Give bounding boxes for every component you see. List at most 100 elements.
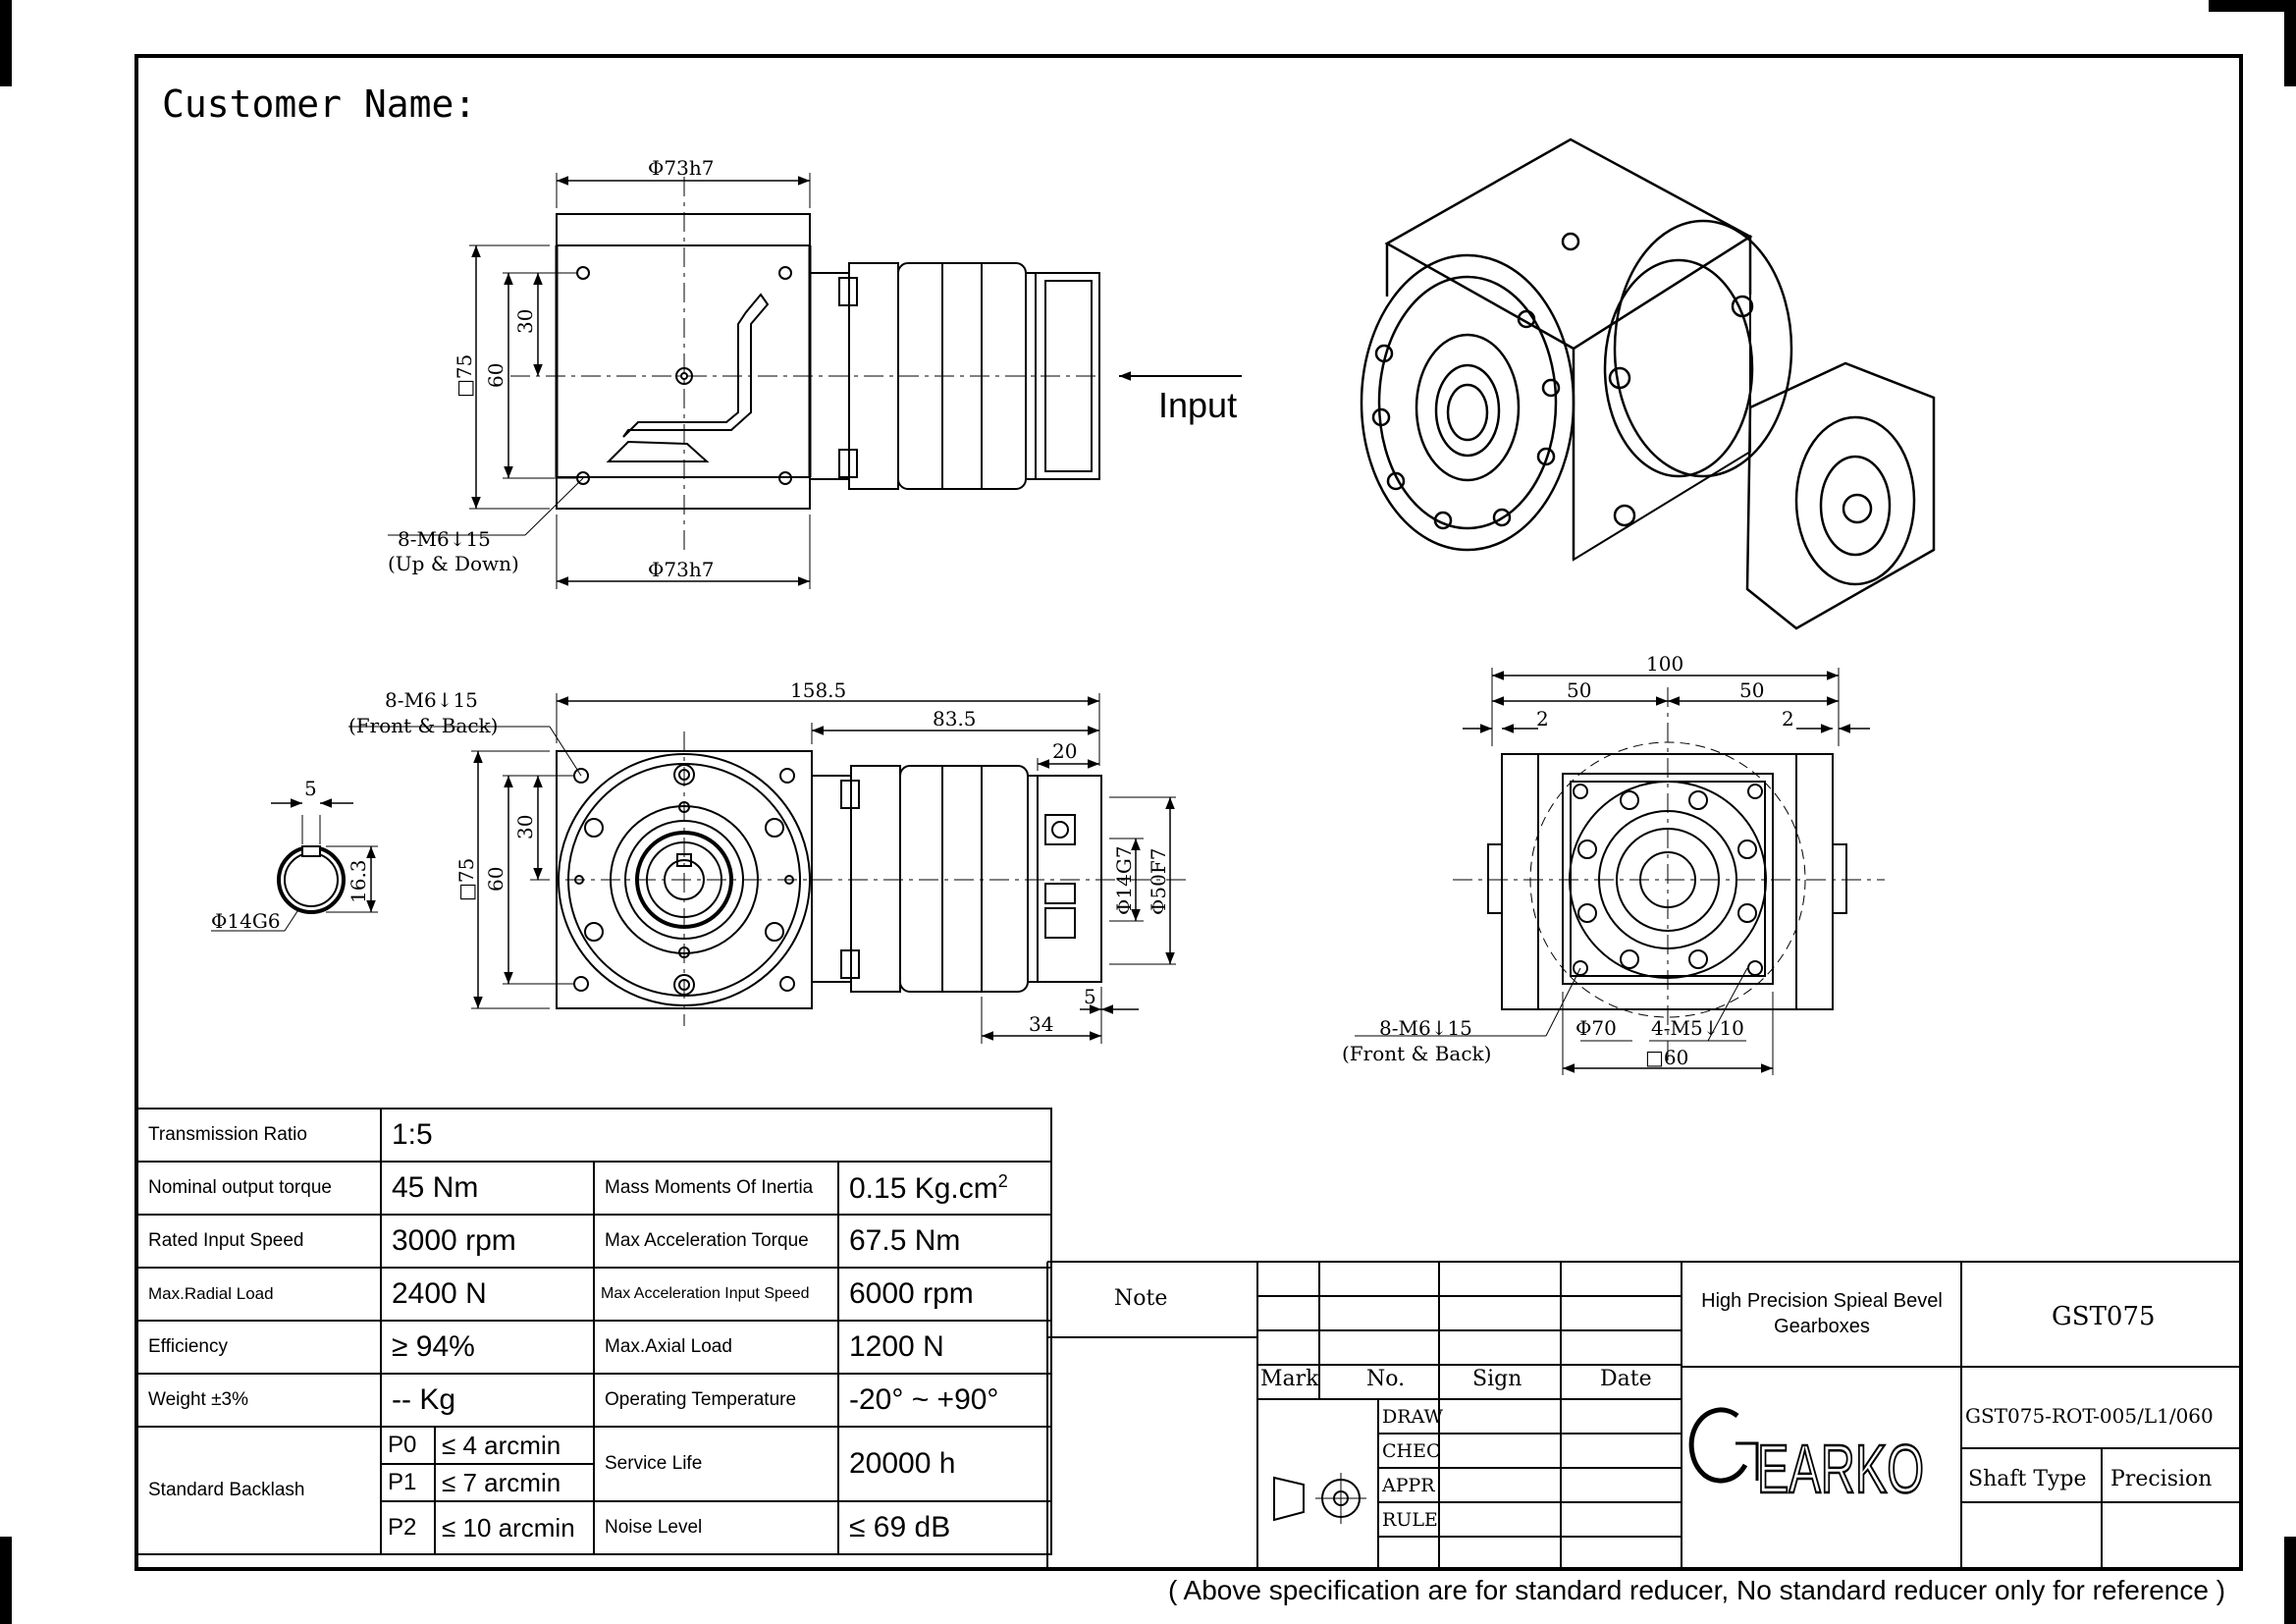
shaft-dim-163: 16.3 xyxy=(347,859,370,903)
backlash-value: ≤ 10 arcmin xyxy=(434,1500,595,1555)
spec-value-text: 0.15 Kg.cm xyxy=(849,1171,998,1205)
gearko-logo: EARKO xyxy=(1688,1407,1925,1508)
spec-value: -- Kg xyxy=(380,1373,595,1428)
spec-value: 3000 rpm xyxy=(380,1214,595,1269)
spec-value: 67.5 Nm xyxy=(837,1214,1052,1269)
spec-label: Max Acceleration Torque xyxy=(593,1214,839,1269)
drawing-number: GST075-ROT-005/L1/060 xyxy=(1965,1404,2214,1428)
backlash-value: ≤ 4 arcmin xyxy=(434,1426,595,1465)
spec-label: Max.Radial Load xyxy=(136,1267,382,1322)
spec-value: 45 Nm xyxy=(380,1161,595,1216)
front-dim-50f7: Φ50F7 xyxy=(1147,848,1170,915)
side-dim-2-right: 2 xyxy=(1782,707,1794,731)
spec-label: Nominal output torque xyxy=(136,1161,382,1216)
spec-label: Standard Backlash xyxy=(136,1426,382,1555)
front-dim-14g7: Φ14G7 xyxy=(1112,845,1136,915)
front-dim-30: 30 xyxy=(513,815,537,839)
top-hole-note-sub: (Up & Down) xyxy=(388,552,519,575)
side-dim-2-left: 2 xyxy=(1536,707,1549,731)
projection-symbol-icon xyxy=(1273,1473,1366,1524)
spec-value: 1:5 xyxy=(380,1108,1052,1163)
table-row: Transmission Ratio 1:5 xyxy=(136,1108,1052,1163)
front-hole-note: 8-M6↓15 xyxy=(385,688,478,712)
backlash-value: ≤ 7 arcmin xyxy=(434,1463,595,1502)
spec-label: Weight ±3% xyxy=(136,1373,382,1428)
side-hole-note-sub: (Front & Back) xyxy=(1342,1042,1491,1065)
note-label: Note xyxy=(1114,1286,1168,1311)
drawing-frame xyxy=(134,54,2243,1571)
spec-value: 6000 rpm xyxy=(837,1267,1052,1322)
side-hole-note: 8-M6↓15 xyxy=(1379,1016,1472,1040)
revision-header-date: Date xyxy=(1600,1367,1652,1391)
table-row: P2 ≤ 10 arcmin Noise Level ≤ 69 dB xyxy=(137,1500,1052,1555)
shaft-dim-14g6: Φ14G6 xyxy=(211,909,281,933)
front-dim-20: 20 xyxy=(1052,739,1077,763)
input-label: Input xyxy=(1158,385,1237,425)
front-dim-60: 60 xyxy=(484,867,507,892)
revision-header-sign: Sign xyxy=(1472,1367,1522,1391)
spec-value: 20000 h xyxy=(837,1426,1052,1502)
spec-value: 2400 N xyxy=(380,1267,595,1322)
shaft-section xyxy=(211,798,378,932)
front-dim-square: □75 xyxy=(454,858,478,901)
shaft-dim-5: 5 xyxy=(304,777,317,800)
svg-text:EARKO: EARKO xyxy=(1757,1431,1924,1507)
isometric-view xyxy=(1360,137,1936,630)
spec-label: Operating Temperature xyxy=(593,1373,839,1428)
front-dim-158: 158.5 xyxy=(790,678,846,702)
table-row: P1 ≤ 7 arcmin xyxy=(137,1463,1051,1502)
title-block-grid xyxy=(1046,1261,2239,1567)
top-view xyxy=(388,173,1242,589)
table-row: Standard Backlash P0 ≤ 4 arcmin Service … xyxy=(136,1426,1052,1555)
approval-approve: APPR xyxy=(1382,1475,1435,1496)
top-dim-60: 60 xyxy=(484,363,507,388)
footer-note: ( Above specification are for standard r… xyxy=(1168,1575,2226,1605)
model-number: GST075 xyxy=(2052,1302,2156,1331)
front-dim-83: 83.5 xyxy=(933,707,977,731)
side-dim-m5: 4-M5↓10 xyxy=(1651,1016,1744,1040)
spec-value: 1200 N xyxy=(837,1320,1052,1375)
top-dim-diameter-top: Φ73h7 xyxy=(648,156,714,180)
side-dim-60: □60 xyxy=(1645,1046,1688,1069)
spec-label: Max.Axial Load xyxy=(593,1320,839,1375)
dimension-labels: Φ73h7 Φ73h7 □75 60 30 8-M6↓15 (Up & Down… xyxy=(211,156,1794,1069)
approval-rule: RULE xyxy=(1382,1509,1438,1531)
spec-table: Transmission Ratio 1:5 Nominal output to… xyxy=(136,1108,1052,1555)
approval-draw: DRAW xyxy=(1382,1406,1444,1428)
table-row: Efficiency ≥ 94% Max.Axial Load 1200 N xyxy=(136,1320,1052,1375)
approval-check: CHEC xyxy=(1382,1440,1441,1462)
backlash-key: P1 xyxy=(380,1463,436,1502)
revision-header-mark: Mark xyxy=(1260,1367,1319,1391)
spec-label: Mass Moments Of Inertia xyxy=(593,1161,839,1216)
backlash-key: P2 xyxy=(380,1500,436,1555)
front-dim-5: 5 xyxy=(1084,985,1096,1008)
side-dim-100: 100 xyxy=(1646,652,1683,676)
shaft-type-label: Shaft Type xyxy=(1968,1467,2087,1491)
spec-label: Noise Level xyxy=(593,1500,839,1555)
backlash-key: P0 xyxy=(380,1426,436,1465)
table-row: Nominal output torque 45 Nm Mass Moments… xyxy=(136,1161,1052,1216)
spec-value: 0.15 Kg.cm2 xyxy=(837,1161,1052,1216)
spec-value: -20° ~ +90° xyxy=(837,1373,1052,1428)
spec-label: Efficiency xyxy=(136,1320,382,1375)
top-dim-square: □75 xyxy=(453,354,476,398)
side-view xyxy=(1355,668,1885,1075)
top-dim-diameter-bottom: Φ73h7 xyxy=(648,558,714,581)
table-row: Rated Input Speed 3000 rpm Max Accelerat… xyxy=(136,1214,1052,1269)
spec-label: Max Acceleration Input Speed xyxy=(593,1267,839,1322)
front-dim-34: 34 xyxy=(1029,1012,1053,1036)
spec-value-exponent: 2 xyxy=(997,1170,1008,1191)
shaft-type-value: Precision xyxy=(2110,1467,2213,1491)
spec-value: ≤ 69 dB xyxy=(837,1500,1052,1555)
product-name: High Precision Spieal Bevel Gearboxes xyxy=(1701,1290,1943,1337)
side-dim-50-left: 50 xyxy=(1567,678,1591,702)
top-hole-note: 8-M6↓15 xyxy=(398,527,491,551)
front-view xyxy=(348,693,1188,1044)
spec-value: ≥ 94% xyxy=(380,1320,595,1375)
spec-label: Rated Input Speed xyxy=(136,1214,382,1269)
table-row: Weight ±3% -- Kg Operating Temperature -… xyxy=(136,1373,1052,1428)
front-hole-note-sub: (Front & Back) xyxy=(348,714,498,737)
top-dim-30: 30 xyxy=(513,309,537,334)
side-dim-50-right: 50 xyxy=(1739,678,1764,702)
